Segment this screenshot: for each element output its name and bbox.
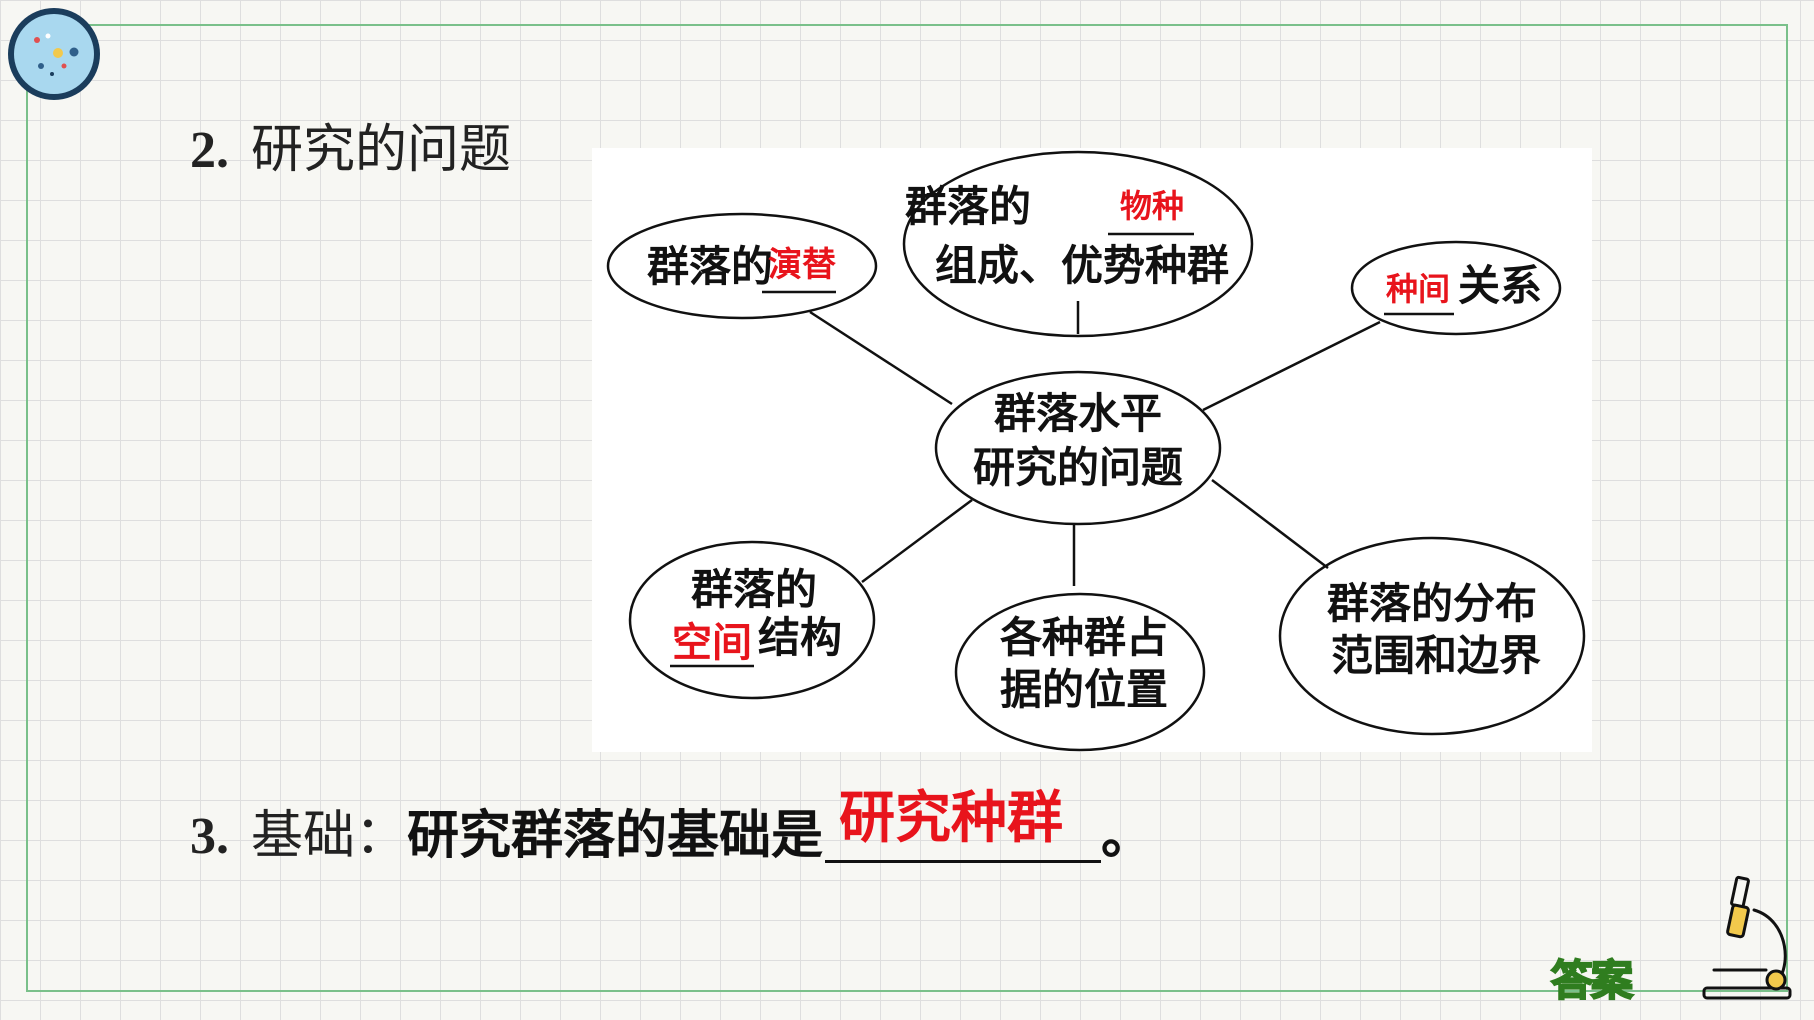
node-right-bottom-line1: 群落的分布: [1327, 579, 1537, 628]
node-bottom: 各种群占 据的位置: [954, 592, 1206, 752]
node-bottom-line2: 据的位置: [1000, 665, 1168, 714]
section-3-statement: 研究群落的基础是: [407, 805, 824, 866]
node-center-line2: 研究的问题: [973, 443, 1183, 492]
section-3-answer: 研究种群: [839, 785, 1064, 851]
section-3-line: 3. 基础：研究群落的基础是研究种群。: [190, 790, 1154, 866]
node-right-top-suffix: 关系: [1458, 261, 1542, 310]
section-3-end-mark: 。: [1101, 805, 1154, 866]
petri-dish-logo-icon: [8, 8, 100, 100]
node-top: 群落的 物种 组成、优势种群: [902, 150, 1254, 338]
node-left-bottom-answer: 空间: [672, 619, 752, 666]
node-left-top-answer: 演替: [768, 245, 836, 285]
node-top-line2: 组成、优势种群: [935, 241, 1229, 290]
node-bottom-line1: 各种群占: [1000, 613, 1168, 662]
answer-button[interactable]: 答案: [1550, 955, 1634, 1006]
node-right-top-answer: 种间: [1386, 270, 1450, 308]
section-2-number: 2.: [190, 122, 229, 179]
section-2-title: 研究的问题: [251, 120, 512, 180]
section-3-label: 基础：: [251, 806, 408, 866]
node-top-answer: 物种: [1120, 187, 1184, 225]
node-center: 群落水平 研究的问题: [934, 370, 1222, 526]
node-left-top: 群落的 演替: [606, 212, 878, 320]
node-left-bottom-line1: 群落的: [691, 565, 817, 614]
section-3-answer-blank: 研究种群: [825, 790, 1102, 863]
node-right-top: 种间 关系: [1350, 240, 1562, 336]
concept-map-connectors: [809, 301, 1381, 586]
slide-frame: [26, 24, 1788, 992]
node-center-line1: 群落水平: [994, 389, 1162, 438]
node-top-prefix: 群落的: [905, 182, 1031, 231]
node-left-top-prefix: 群落的: [647, 242, 773, 291]
node-right-bottom-line2: 范围和边界: [1331, 631, 1541, 680]
node-left-bottom: 群落的 空间 结构: [628, 540, 876, 700]
node-right-bottom: 群落的分布 范围和边界: [1278, 536, 1586, 736]
microscope-icon: [1702, 875, 1792, 1000]
node-left-bottom-suffix: 结构: [758, 613, 842, 662]
concept-map: 群落水平 研究的问题 群落的 物种 组成、优势种群 群落的 演替 种间 关系: [606, 150, 1586, 752]
section-3-number: 3.: [190, 808, 229, 865]
section-2-heading: 2.研究的问题: [190, 124, 511, 177]
concept-map-panel: 群落水平 研究的问题 群落的 物种 组成、优势种群 群落的 演替 种间 关系: [592, 148, 1592, 752]
